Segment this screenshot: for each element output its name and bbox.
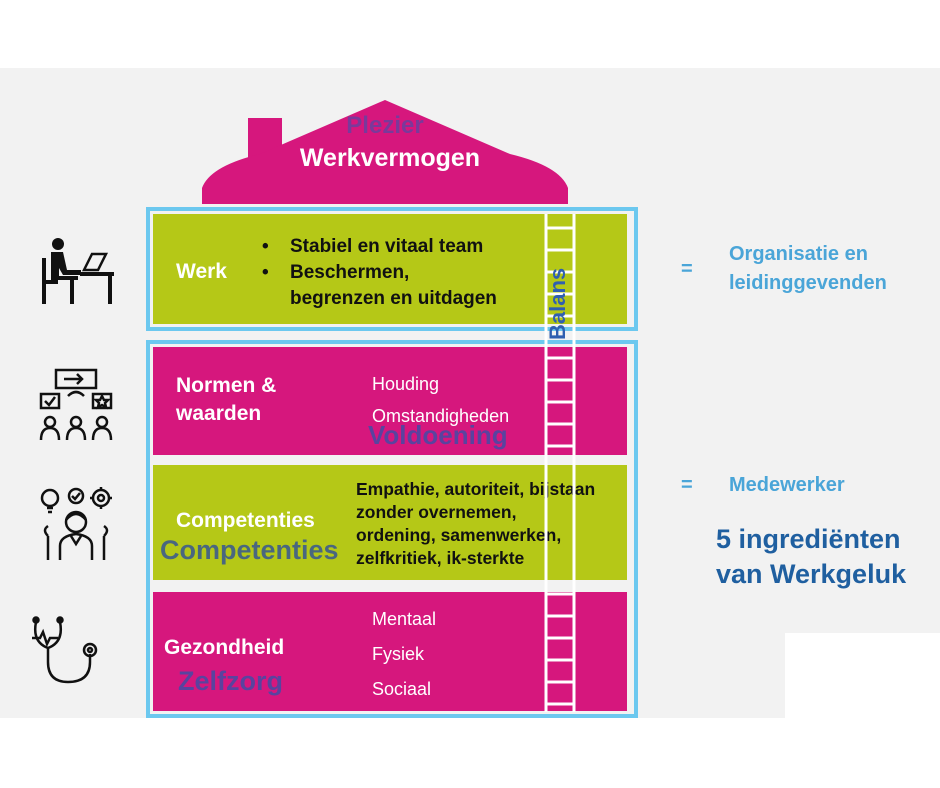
werk-item-3: begrenzen en uitdagen [290, 288, 497, 309]
white-patch [785, 633, 940, 718]
medewerker-label: Medewerker [729, 474, 845, 496]
ingredients-line2: van Werkgeluk [716, 559, 907, 589]
gezondheid-title: Gezondheid [164, 636, 285, 659]
person-at-desk-icon [42, 238, 114, 304]
gezondheid-band [153, 592, 627, 711]
normen-title-line1: Normen & [176, 374, 277, 397]
overlay-competenties: Competenties [160, 535, 339, 565]
ladder-label: Balans [545, 267, 570, 340]
competenties-item-1: Empathie, autoriteit, bijstaan [356, 479, 596, 499]
werk-bullet-1: • [262, 236, 269, 257]
overlay-zelfzorg: Zelfzorg [178, 666, 283, 696]
house-roof [202, 100, 568, 204]
werk-item-1: Stabiel en vitaal team [290, 236, 484, 257]
competenties-title: Competenties [176, 509, 315, 532]
medewerker-frame [146, 340, 638, 718]
overlay-voldoening: Voldoening [368, 420, 508, 450]
competenties-item-3: ordening, samenwerken, [356, 525, 562, 545]
werk-bullet-2: • [262, 262, 269, 283]
competenties-list: Empathie, autoriteit, bijstaan zonder ov… [356, 478, 595, 570]
gezondheid-item-sociaal: Sociaal [372, 679, 432, 699]
werk-item-2: Beschermen, [290, 262, 410, 283]
normen-item-houding: Houding [372, 374, 440, 394]
gezondheid-item-fysiek: Fysiek [372, 644, 425, 664]
equals-2: = [681, 474, 693, 496]
ladder-balans [544, 214, 576, 712]
stethoscope-icon [32, 616, 98, 684]
org-label-line1: Organisatie en [729, 243, 868, 265]
org-label-line2: leidinggevenden [729, 272, 887, 294]
team-feedback-icon [39, 368, 113, 441]
werk-frame [146, 207, 638, 331]
normen-item-omstandigheden: Omstandigheden [372, 406, 510, 426]
normen-title-line2: waarden [176, 402, 262, 425]
competenties-item-2: zonder overnemen, [356, 502, 517, 522]
werk-band [153, 214, 627, 324]
werk-title: Werk [176, 260, 227, 283]
roof-title-werkvermogen: Werkvermogen [299, 144, 481, 172]
ingredients-line1: 5 ingrediënten [716, 524, 901, 554]
competenties-item-4: zelfkritiek, ik-sterkte [356, 548, 525, 568]
gezondheid-item-mentaal: Mentaal [372, 609, 437, 629]
competenties-band [153, 465, 627, 580]
roof-title-plezier: Plezier [346, 112, 424, 139]
professional-skills-icon [40, 487, 112, 560]
equals-1: = [681, 258, 693, 280]
